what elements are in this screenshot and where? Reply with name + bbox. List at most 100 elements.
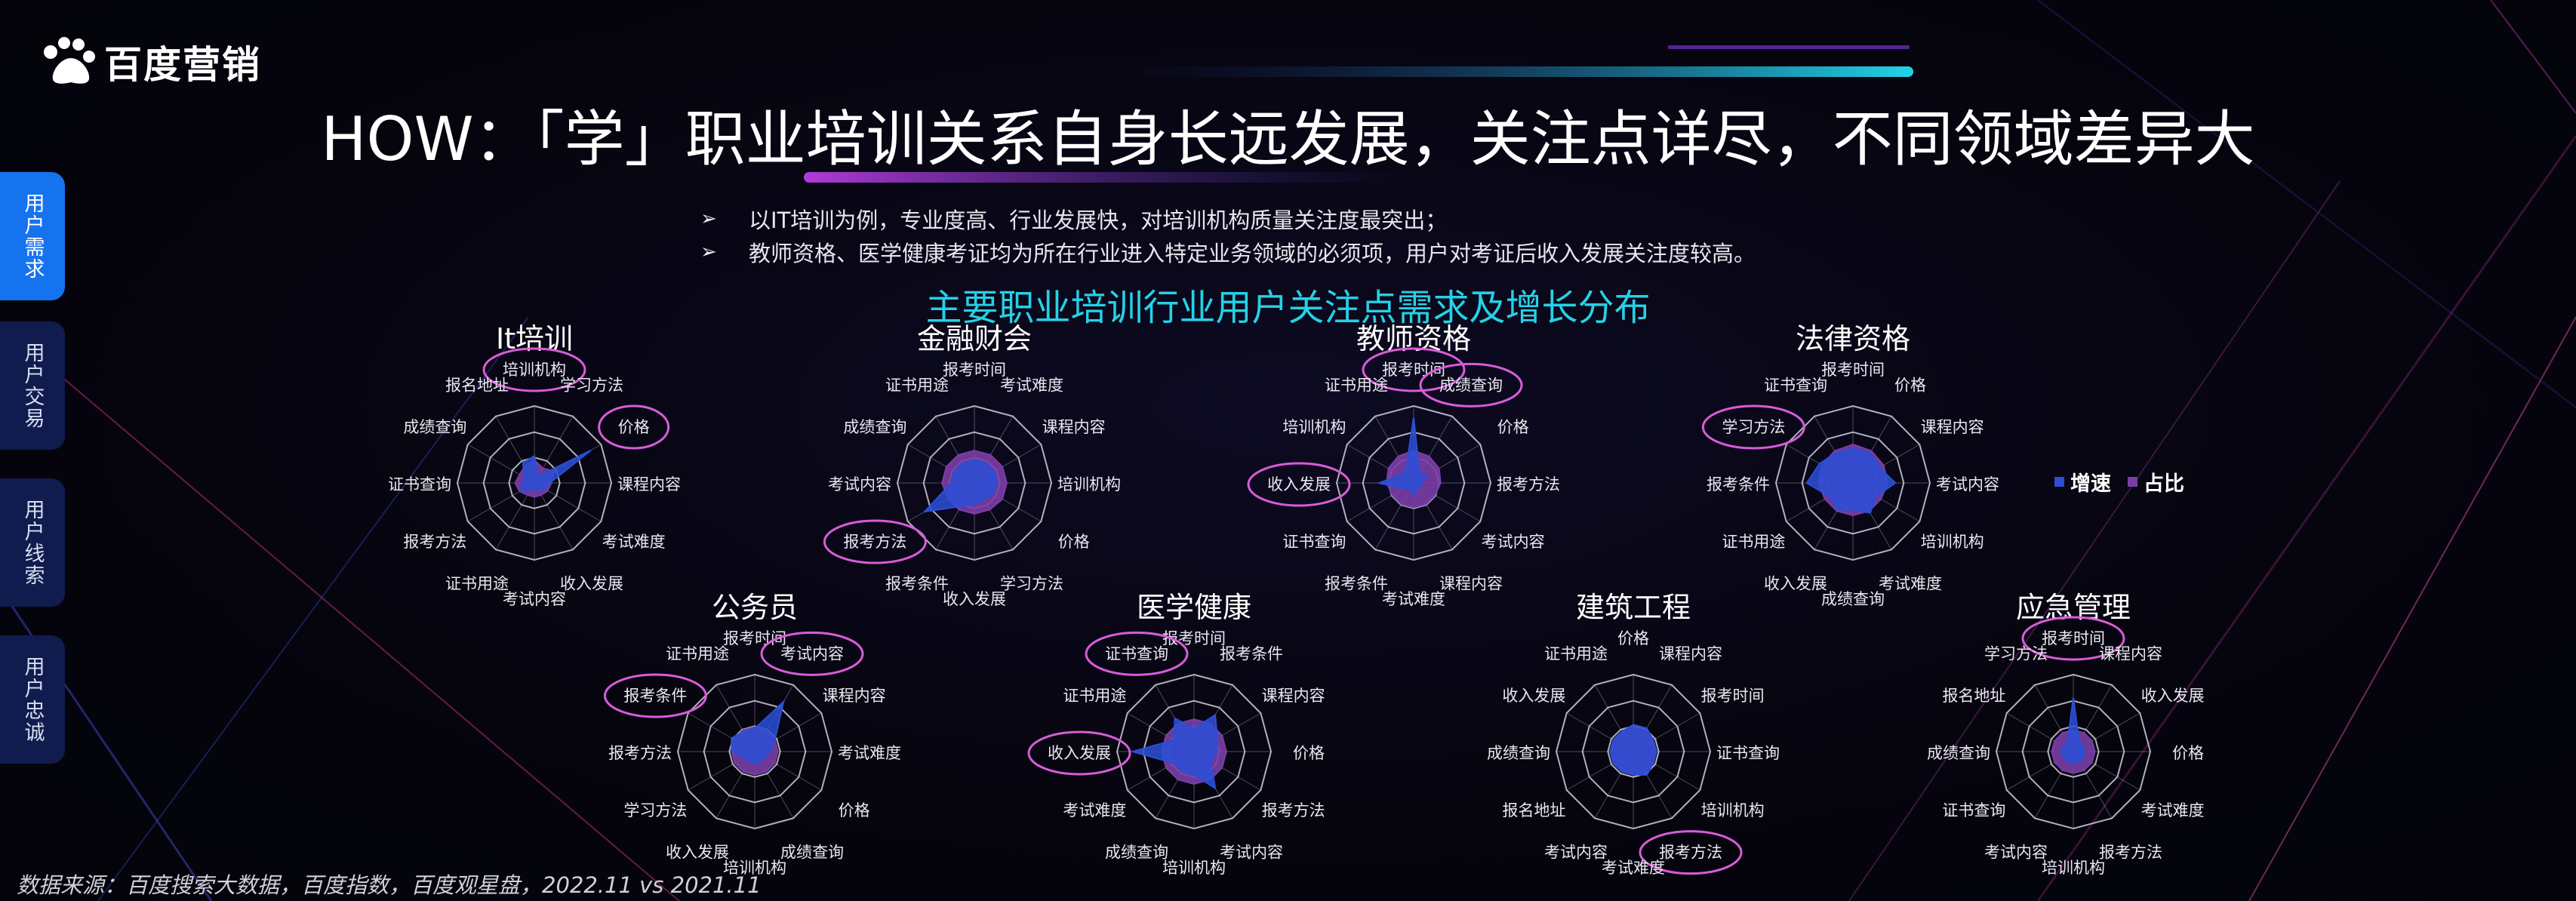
radar-title: 公务员 [712, 591, 798, 624]
radar-axis-label: 价格 [1894, 376, 1926, 394]
radar-axis-label: 收入发展 [666, 844, 729, 862]
radar-axis-label: 考试难度 [1879, 575, 1942, 593]
radar-axis-label: 价格 [839, 801, 870, 820]
radar-axis-label: 成绩查询 [1821, 590, 1885, 608]
bullet-item: ➢ 以IT培训为例，专业度高、行业发展快，对培训机构质量关注度最突出； [700, 202, 2210, 235]
radar-grid-ring [456, 404, 613, 561]
radar-series-growth [2060, 697, 2086, 764]
radar-axis-label: 报考方法 [1659, 844, 1722, 862]
radar-axis-label: 证书用途 [666, 644, 729, 663]
tab-user-leads[interactable]: 用户线索 [0, 478, 65, 607]
radar-axis-label: 价格 [1497, 418, 1529, 436]
radar-axis-label: 报考方法 [2099, 844, 2162, 862]
radar-axis-label: 报考时间 [943, 361, 1006, 379]
radar-axis-label: 培训机构 [2042, 859, 2105, 877]
radar-grid-ring [2047, 725, 2100, 778]
radar-axis-label: 培训机构 [723, 859, 786, 877]
radar-axis-label: 学习方法 [1000, 575, 1063, 593]
legend-growth: 增速 [2054, 467, 2111, 497]
radar-axis-label: 收入发展 [2141, 687, 2205, 705]
radar-series-growth [1609, 724, 1657, 776]
radar-grid-ring [1362, 431, 1466, 535]
radar-title: 金融财会 [917, 322, 1032, 355]
radar-axis-label: 收入发展 [943, 590, 1006, 608]
bullet-text: 教师资格、医学健康考证均为所在行业进入特定业务领域的必须项，用户对考证后收入发展… [749, 241, 1756, 266]
radar-chart: 建筑工程价格课程内容报考时间证书查询培训机构报考方法考试难度考试内容报名地址成绩… [1487, 591, 1780, 877]
radar-axis-label: 收入发展 [560, 575, 623, 593]
tab-label: 用户需求 [20, 192, 45, 280]
radar-axis-label: 成绩查询 [780, 844, 844, 862]
radar-grid-ring [922, 431, 1026, 535]
radar-axis-label: 证书查询 [1942, 801, 2005, 820]
radar-axis-label: 价格 [1617, 629, 1649, 647]
tab-user-needs[interactable]: 用户需求 [0, 172, 65, 300]
radar-axis-label: 报考方法 [1497, 475, 1560, 494]
radar-axis-label: 成绩查询 [1927, 744, 1990, 762]
radar-grid-ring [1801, 431, 1905, 535]
tab-user-loyalty[interactable]: 用户忠诚 [0, 635, 65, 764]
radar-chart: It培训培训机构学习方法价格课程内容考试难度收入发展考试内容证书用途报考方法证书… [388, 322, 681, 608]
radar-axis-label: 报考时间 [1821, 361, 1885, 379]
radar-axis-label: 成绩查询 [1105, 844, 1168, 862]
radar-series-growth [1129, 713, 1218, 790]
bullet-text: 以IT培训为例，专业度高、行业发展快，对培训机构质量关注度最突出； [749, 208, 1448, 233]
legend-swatch-growth [2054, 477, 2064, 487]
radar-axis-label: 证书用途 [1063, 687, 1126, 705]
radar-axis-label: 价格 [2172, 744, 2204, 762]
highlight-ring [2021, 616, 2125, 661]
chart-legend: 增速 占比 [2054, 467, 2201, 497]
highlight-ring [1027, 730, 1131, 776]
highlight-ring [482, 347, 586, 392]
legend-label-share: 占比 [2144, 472, 2184, 496]
radar-title: 法律资格 [1796, 322, 1910, 355]
radar-axis-label: 学习方法 [623, 801, 687, 820]
radar-series-growth [1376, 417, 1429, 496]
paw-icon [44, 37, 95, 84]
radar-axis-label: 培训机构 [1701, 801, 1765, 820]
radar-axis-label: 课程内容 [1439, 575, 1503, 593]
radar-axis-label: 报考条件 [623, 687, 687, 705]
highlight-ring [1362, 347, 1466, 392]
highlight-ring [1701, 404, 1805, 450]
radar-axis-label: 课程内容 [617, 475, 681, 494]
radar-grid-ring [1607, 725, 1660, 778]
radar-axis-label: 课程内容 [1921, 418, 1984, 436]
radar-axis-label: 学习方法 [560, 376, 623, 394]
tab-user-transactions[interactable]: 用户交易 [0, 321, 65, 450]
radar-grid-ring [676, 673, 833, 830]
radar-series-growth [1805, 447, 1897, 514]
radar-chart: 公务员报考时间考试内容课程内容考试难度价格成绩查询培训机构收入发展学习方法报考方… [603, 591, 901, 877]
radar-chart: 金融财会报考时间考试难度课程内容培训机构价格学习方法收入发展报考条件报考方法考试… [823, 322, 1121, 608]
radar-grid-ring [1555, 673, 1712, 830]
page-title: HOW：「学」职业培训关系自身长远发展，关注点详尽，不同领域差异大 [321, 104, 2255, 174]
radar-axis-label: 成绩查询 [1487, 744, 1550, 762]
radar-grid-ring [703, 700, 807, 804]
radar-axis-label: 报考方法 [1262, 801, 1325, 820]
radar-grid-ring [896, 404, 1053, 561]
radar-axis-label: 考试难度 [1602, 859, 1665, 877]
radar-chart: 应急管理报考时间课程内容收入发展价格考试难度报考方法培训机构考试内容证书查询成绩… [1927, 591, 2205, 877]
radar-axis-label: 学习方法 [1722, 418, 1785, 436]
radar-series-growth [922, 459, 999, 513]
radar-grid-ring [2021, 700, 2125, 804]
radar-chart: 医学健康报考时间报考条件课程内容价格报考方法考试内容培训机构成绩查询考试难度收入… [1027, 591, 1325, 877]
radar-series-growth [520, 449, 592, 492]
highlight-ring [1247, 462, 1351, 507]
radar-chart: 教师资格报考时间成绩查询价格报考方法考试内容课程内容考试难度报考条件证书查询收入… [1247, 322, 1560, 608]
radar-grid-ring [1995, 673, 2152, 830]
bullet-list: ➢ 以IT培训为例，专业度高、行业发展快，对培训机构质量关注度最突出； ➢ 教师… [700, 202, 2210, 269]
tab-label: 用户线索 [20, 499, 45, 586]
brand-logo: 百度营销 [41, 33, 282, 91]
radar-axis-label: 报考方法 [843, 533, 906, 551]
radar-axis-label: 报考条件 [1220, 644, 1283, 663]
radar-axis-label: 考试内容 [1482, 533, 1545, 551]
legend-share: 占比 [2128, 467, 2184, 497]
radar-axis-label: 价格 [1058, 533, 1090, 551]
highlight-ring [598, 404, 670, 450]
highlight-ring [1085, 631, 1189, 676]
radar-axis-label: 考试难度 [838, 744, 901, 762]
radar-axis-label: 价格 [1293, 744, 1325, 762]
radar-axis-label: 培训机构 [1282, 418, 1346, 436]
radar-series-growth [731, 699, 785, 764]
radar-axis-label: 证书查询 [1282, 533, 1346, 551]
